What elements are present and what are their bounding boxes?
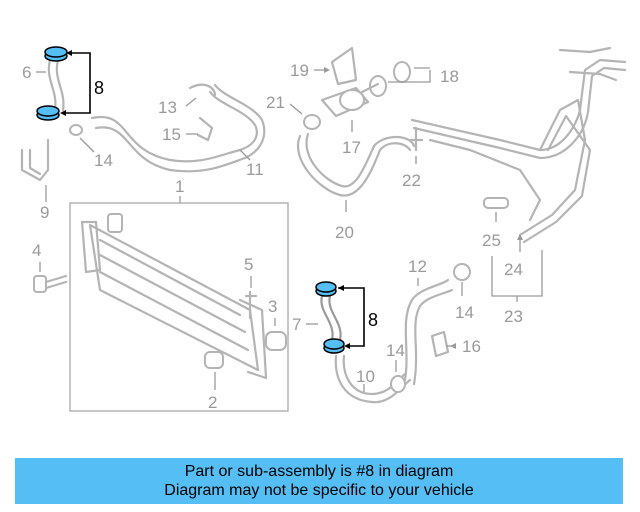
callout-5[interactable]: 5 — [244, 255, 253, 274]
clamps-18: 18 — [369, 61, 459, 97]
thermostat-17: 17 — [320, 82, 380, 157]
clamp-8-bottom[interactable] — [36, 105, 60, 121]
hose-6-edge — [55, 58, 65, 112]
bolt-4: 4 — [32, 241, 68, 293]
sensor-22: 22 — [402, 126, 424, 190]
callout-10[interactable]: 10 — [356, 367, 375, 386]
hose-assembly-6: 8 6 — [22, 46, 104, 121]
pipe-assembly-23: 25 24 23 — [410, 46, 627, 326]
callout-14-left[interactable]: 14 — [94, 151, 113, 170]
callout-15[interactable]: 15 — [162, 125, 181, 144]
hose-20: 20 — [297, 132, 416, 242]
arrow-8-top — [66, 50, 72, 56]
hose-7-edge — [328, 294, 342, 342]
clamp-14-left: 14 — [69, 124, 113, 170]
callout-21[interactable]: 21 — [266, 93, 285, 112]
callout-18[interactable]: 18 — [440, 67, 459, 86]
callout-14-lower[interactable]: 14 — [386, 341, 405, 360]
callout-14-right[interactable]: 14 — [455, 303, 474, 322]
hose-7 — [320, 294, 334, 342]
callout-12[interactable]: 12 — [408, 257, 427, 276]
pipe-9: 9 — [20, 138, 49, 222]
callout-23[interactable]: 23 — [504, 307, 523, 326]
callout-17[interactable]: 17 — [342, 138, 361, 157]
callout-20[interactable]: 20 — [335, 223, 354, 242]
callout-7[interactable]: 7 — [292, 315, 301, 334]
hose-11: 13 15 11 — [90, 83, 266, 179]
callout-4[interactable]: 4 — [32, 241, 41, 260]
arrow-8-upper — [338, 285, 344, 291]
bracket-8-top — [62, 52, 91, 114]
callout-25[interactable]: 25 — [482, 231, 501, 250]
info-banner: Part or sub-assembly is #8 in diagram Di… — [15, 458, 623, 504]
callout-16[interactable]: 16 — [462, 337, 481, 356]
banner-line-part-number: Part or sub-assembly is #8 in diagram — [184, 463, 454, 480]
clamp-14-right: 14 — [453, 263, 474, 322]
callout-2[interactable]: 2 — [208, 393, 217, 412]
clamp-8-lower[interactable] — [323, 338, 345, 354]
clamp-8-upper[interactable] — [315, 281, 337, 297]
gasket-21: 21 — [266, 93, 321, 130]
hose-6 — [47, 58, 57, 112]
callout-3[interactable]: 3 — [268, 297, 277, 316]
callout-6[interactable]: 6 — [22, 63, 31, 82]
cooler-assembly-1: 1 5 3 2 — [69, 177, 289, 412]
bracket-19: 19 — [290, 46, 358, 86]
arrow-8-bottom — [60, 110, 66, 116]
callout-22[interactable]: 22 — [402, 171, 421, 190]
callout-1[interactable]: 1 — [175, 177, 184, 196]
callout-9[interactable]: 9 — [40, 203, 49, 222]
valve-16: 16 — [430, 330, 481, 358]
bracket-8-lower — [338, 287, 365, 347]
arrow-8-lower — [344, 343, 350, 349]
clamp-8-top[interactable] — [44, 46, 68, 62]
callout-8-lower[interactable]: 8 — [368, 310, 378, 330]
banner-line-disclaimer: Diagram may not be specific to your vehi… — [164, 482, 474, 499]
callout-11[interactable]: 11 — [246, 160, 264, 179]
callout-13[interactable]: 13 — [158, 98, 177, 117]
hose-assembly-7: 8 7 — [292, 281, 378, 354]
callout-24[interactable]: 24 — [504, 260, 523, 279]
hose-12: 12 14 — [386, 257, 454, 393]
callout-8-top[interactable]: 8 — [94, 78, 104, 98]
cooler-frame — [69, 202, 289, 412]
callout-19[interactable]: 19 — [290, 61, 309, 80]
